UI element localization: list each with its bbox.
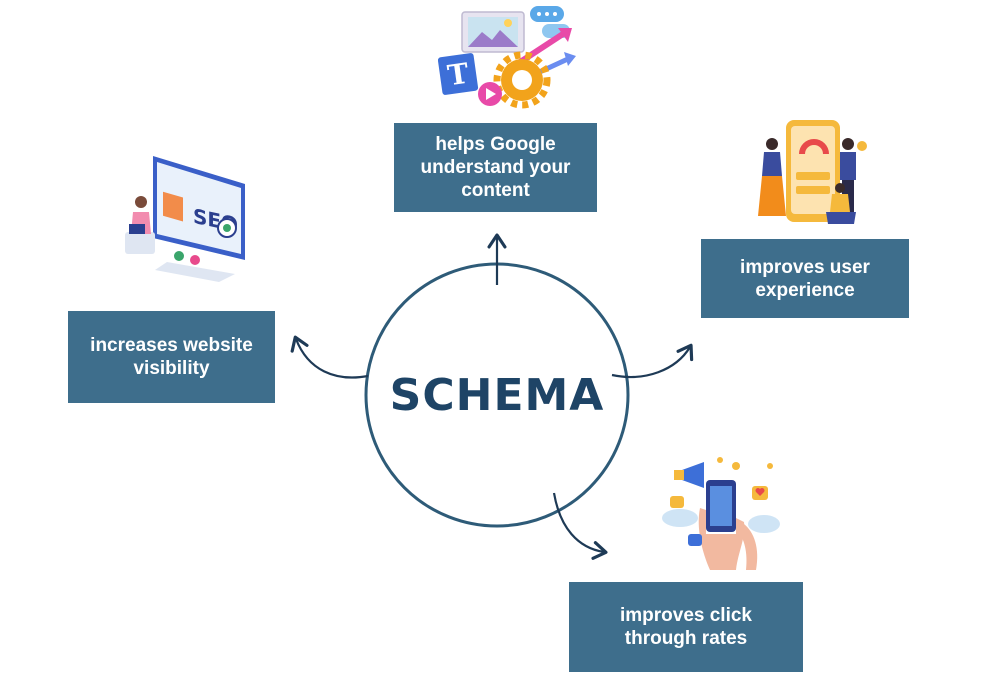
megaphone-icon (674, 462, 704, 488)
box-click-through: improves click through rates (569, 582, 803, 672)
cloud-icon (662, 509, 780, 533)
chat-bubble-icon (530, 6, 570, 38)
coin-icon (857, 141, 867, 151)
box-helps-google-label: helps Google understand your content (420, 134, 571, 201)
arrow-to-ctr (552, 492, 608, 560)
letter-t: T (445, 57, 470, 93)
box-website-visibility-label: increases website visibility (90, 335, 253, 379)
box-user-experience: improves user experience (701, 239, 909, 318)
box-helps-google: helps Google understand your content (394, 123, 597, 212)
image-icon (461, 11, 525, 53)
arrow-to-ux (611, 343, 694, 379)
heart-icon (717, 457, 773, 500)
cloud-icon (155, 251, 235, 282)
arrow-to-visibility (290, 335, 369, 379)
gear-icon (493, 51, 551, 109)
monitor-icon: SEO (153, 156, 245, 260)
content-tools-illustration: T (438, 6, 576, 109)
play-icon (478, 82, 502, 106)
user-experience-illustration (758, 120, 867, 224)
person-icon (125, 196, 155, 254)
phone-dashboard-icon (786, 120, 840, 222)
target-icon (217, 218, 237, 238)
box-click-through-label: improves click through rates (619, 605, 753, 649)
letter-t-tile-icon: T (438, 53, 479, 95)
box-user-experience-label: improves user experience (740, 256, 870, 301)
like-icon (670, 496, 702, 546)
click-through-illustration (662, 457, 780, 570)
seo-monitor-illustration: SEO (125, 156, 245, 282)
box-website-visibility: increases website visibility (68, 311, 275, 403)
schema-title: SCHEMA (389, 369, 605, 421)
hand-phone-icon (698, 480, 758, 570)
person-sitting-icon (826, 183, 856, 224)
person-left-icon (758, 138, 786, 216)
